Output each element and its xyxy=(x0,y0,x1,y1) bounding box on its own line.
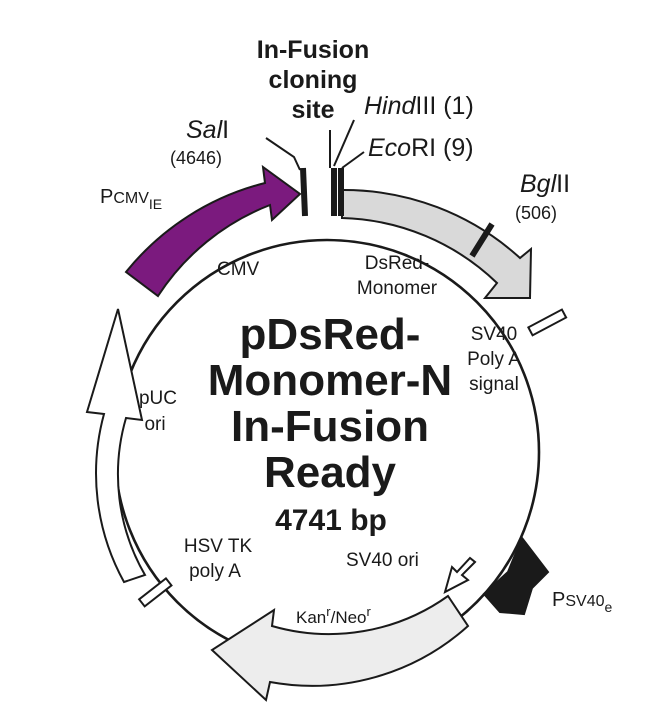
sali-label: SalI (4646) xyxy=(170,116,229,168)
svg-text:In-Fusion: In-Fusion xyxy=(257,36,369,64)
hindiii-leader xyxy=(333,119,355,167)
cmv-label: CMV xyxy=(217,259,260,280)
hsv-tk-polya-bar xyxy=(137,576,173,608)
bglii-tick xyxy=(469,222,495,258)
sv40-ori-arrow xyxy=(443,556,477,594)
puc-ori-arrow xyxy=(85,308,147,584)
svg-text:HindIII (1): HindIII (1) xyxy=(364,92,474,120)
puc-ori-label: pUC ori xyxy=(139,388,177,435)
svg-text:Monomer: Monomer xyxy=(357,278,438,299)
sv40-ori-label: SV40 ori xyxy=(346,550,419,571)
svg-text:BglII: BglII xyxy=(520,170,570,198)
svg-text:HSV TK: HSV TK xyxy=(184,536,253,557)
kan-neo-label: Kanr/Neor xyxy=(296,604,372,627)
sv40-polya-label: SV40 Poly A signal xyxy=(467,324,521,395)
cloning-site-label: In-Fusion cloning site xyxy=(257,36,369,124)
ecori-leader xyxy=(341,151,365,169)
ecori-label: EcoRI (9) xyxy=(368,134,474,162)
svg-text:DsRed-: DsRed- xyxy=(365,253,429,274)
svg-text:(506): (506) xyxy=(515,203,557,223)
svg-text:SalI: SalI xyxy=(186,116,229,144)
sali-tick xyxy=(300,167,308,217)
svg-text:cloning: cloning xyxy=(269,66,358,94)
svg-text:signal: signal xyxy=(469,374,519,395)
dsred-monomer-arrow xyxy=(341,188,533,299)
svg-text:Ready: Ready xyxy=(264,448,397,497)
psv40-arrow xyxy=(482,536,550,616)
svg-text:Monomer-N: Monomer-N xyxy=(208,356,452,405)
hsv-tk-label: HSV TK poly A xyxy=(184,536,253,582)
svg-text:SV40: SV40 xyxy=(471,324,517,345)
bglii-label: BglII (506) xyxy=(515,170,570,223)
cmv-arrow xyxy=(124,164,302,298)
kan-neo-arrow xyxy=(210,594,470,702)
hindiii-label: HindIII (1) xyxy=(364,92,474,120)
plasmid-title: pDsRed- Monomer-N In-Fusion Ready xyxy=(208,310,452,497)
dsred-monomer-label: DsRed- Monomer xyxy=(357,253,438,299)
svg-text:ori: ori xyxy=(144,414,165,435)
svg-text:pDsRed-: pDsRed- xyxy=(240,310,421,359)
svg-text:EcoRI (9): EcoRI (9) xyxy=(368,134,474,162)
svg-text:(4646): (4646) xyxy=(170,148,222,168)
sali-leader xyxy=(265,137,301,171)
svg-text:poly A: poly A xyxy=(189,561,241,582)
svg-text:In-Fusion: In-Fusion xyxy=(231,402,429,451)
psv40-label: PSV40e xyxy=(552,589,612,615)
sv40-polya-bar xyxy=(526,308,568,337)
svg-text:site: site xyxy=(291,96,334,124)
svg-text:Poly A: Poly A xyxy=(467,349,521,370)
svg-text:pUC: pUC xyxy=(139,388,177,409)
plasmid-size: 4741 bp xyxy=(275,504,387,537)
pcmv-label: PCMVIE xyxy=(100,186,162,212)
